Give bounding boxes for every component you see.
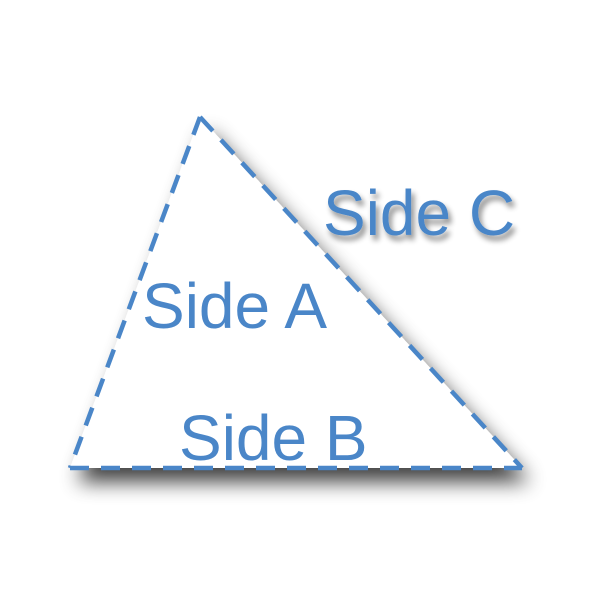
side-c-edge bbox=[198, 115, 524, 470]
side-b-label: Side B bbox=[179, 402, 368, 474]
triangle-shape bbox=[70, 117, 522, 468]
side-a-label: Side A bbox=[142, 270, 327, 342]
side-c-label: Side C bbox=[323, 177, 515, 249]
side-a-edge bbox=[67, 116, 203, 469]
